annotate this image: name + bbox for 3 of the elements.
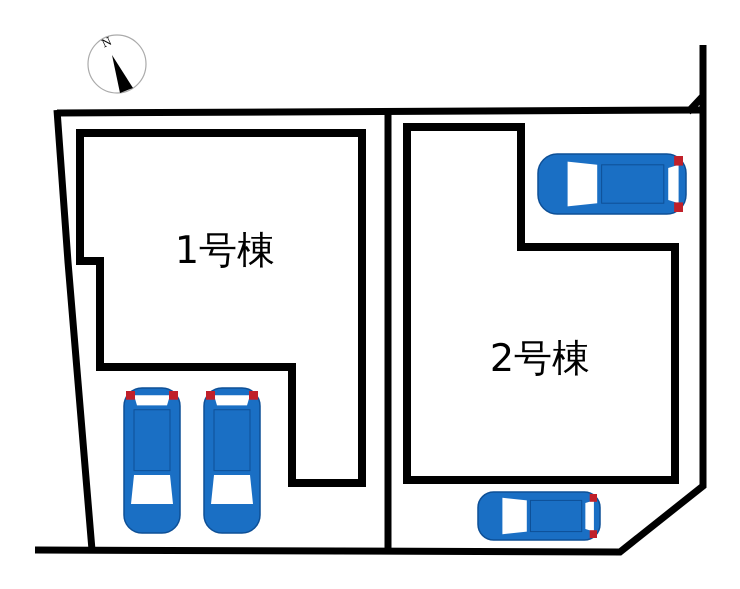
building-label: 1号棟: [174, 231, 276, 269]
building-label: 2号棟: [490, 339, 590, 377]
north-label: N: [100, 35, 114, 50]
